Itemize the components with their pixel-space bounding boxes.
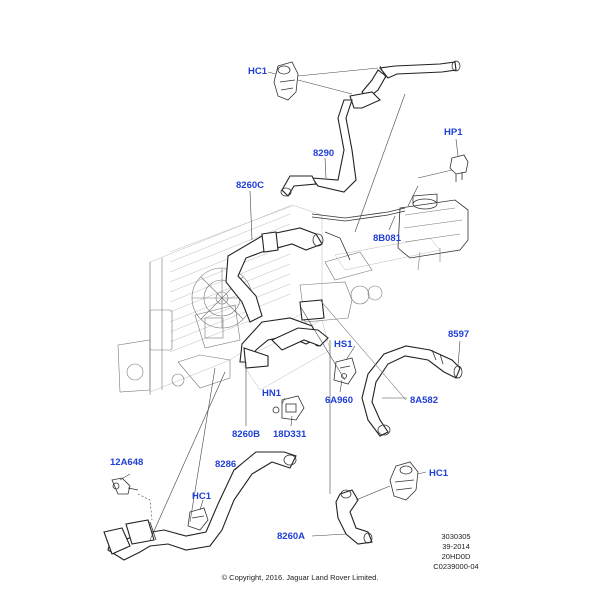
hp1-sensor	[449, 154, 469, 182]
callout-8b081[interactable]: 8B081	[373, 233, 401, 244]
hose-8260a	[335, 489, 373, 545]
hose-8286	[103, 451, 297, 561]
hs1-6a960-bracket	[333, 357, 357, 385]
callout-8260c[interactable]: 8260C	[236, 180, 264, 191]
callout-hc1-right[interactable]: HC1	[429, 468, 449, 479]
engine-radiator-assembly	[117, 204, 441, 395]
reference-line-2: 39-2014	[442, 542, 470, 551]
copyright-notice: © Copyright, 2016. Jaguar Land Rover Lim…	[221, 573, 379, 582]
callout-18d331[interactable]: 18D331	[273, 429, 307, 440]
hose-8290	[280, 60, 461, 197]
callout-8290[interactable]: 8290	[313, 148, 335, 159]
callout-hs1[interactable]: HS1	[334, 339, 353, 350]
hose-8a582	[361, 345, 463, 437]
reference-line-3: 20HD0D	[441, 552, 471, 561]
callout-hn1[interactable]: HN1	[262, 388, 282, 399]
hc1-mid-clip	[187, 507, 209, 531]
hc1-right-clip	[389, 461, 419, 501]
callout-hp1[interactable]: HP1	[444, 127, 463, 138]
expansion-tank	[397, 193, 469, 271]
callout-hc1-top[interactable]: HC1	[248, 66, 268, 77]
reference-line-1: 3030305	[441, 532, 471, 541]
callout-8a582[interactable]: 8A582	[410, 395, 438, 406]
hn1-18d331-sensor	[272, 395, 305, 421]
callout-8597[interactable]: 8597	[448, 329, 470, 340]
callout-6a960[interactable]: 6A960	[325, 395, 353, 406]
hose-8260b	[239, 299, 329, 369]
sensor-12a648	[111, 477, 139, 495]
callout-8260b[interactable]: 8260B	[232, 429, 260, 440]
hc1-top-clip	[273, 61, 299, 101]
reference-block: 3030305 39-2014 20HD0D C0239000-04	[424, 532, 488, 572]
callout-hc1-mid[interactable]: HC1	[192, 491, 212, 502]
leader-lines	[119, 67, 461, 541]
hose-8260c	[225, 227, 324, 323]
callout-8286[interactable]: 8286	[215, 459, 237, 470]
callout-8260a[interactable]: 8260A	[277, 531, 305, 542]
bleed-pipe-8b081	[311, 207, 406, 261]
callout-12a648[interactable]: 12A648	[110, 457, 144, 468]
reference-line-4: C0239000-04	[433, 562, 479, 571]
